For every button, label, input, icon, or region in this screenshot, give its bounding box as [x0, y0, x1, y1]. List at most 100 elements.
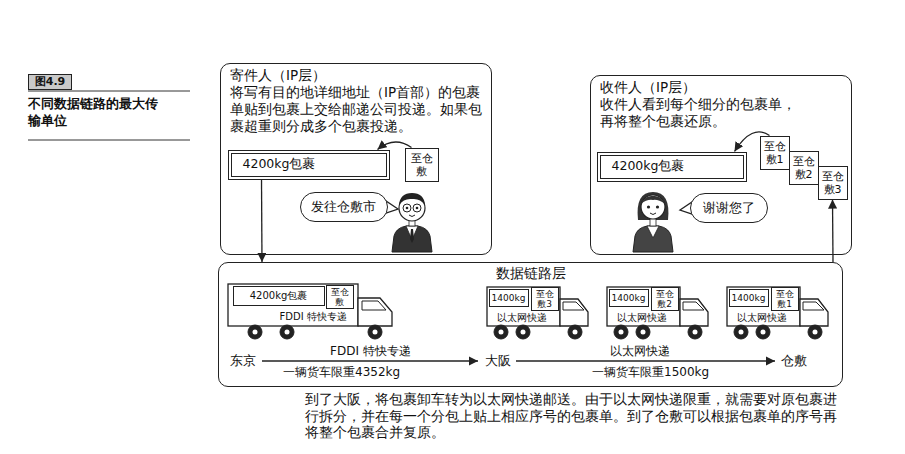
receiver-figure: [633, 192, 673, 252]
hair: [399, 193, 425, 205]
tag-label: 至仓敷3: [533, 289, 557, 309]
route-label: 以太网快递: [610, 344, 670, 358]
address-tag: 至仓敷: [326, 285, 354, 309]
panel-heading: 数据链路层: [219, 263, 842, 282]
cargo-box: 1400kg: [489, 289, 529, 307]
figure-number-box: 图4.9: [28, 74, 72, 90]
place-name: 仓敷: [781, 353, 807, 368]
cargo-box: 4200kg包裹: [233, 286, 325, 306]
eye: [647, 205, 650, 208]
eye: [656, 205, 659, 208]
cargo-label: 4200kg包裹: [236, 287, 322, 305]
panel-body: 收件人看到每个细分的包裹单，再将整个包裹还原。: [591, 96, 802, 130]
wheel-hub: [738, 329, 743, 334]
panel-heading: 寄件人（IP层）: [221, 64, 491, 84]
truck-wheel: [808, 325, 822, 339]
connector: [832, 200, 834, 263]
truck-window: [683, 302, 704, 310]
address-tag: 至仓敷: [405, 148, 439, 182]
truck-wheel: [688, 325, 702, 339]
route-label: FDDI 特快专递: [330, 344, 411, 358]
wheel-hub: [284, 329, 289, 334]
wheel-hub: [812, 329, 817, 334]
wheel-hub: [520, 329, 525, 334]
route-arrow: [516, 360, 775, 361]
figure-number: 图4.9: [29, 75, 71, 89]
truck-cab: [680, 299, 708, 326]
wheel-hub: [760, 329, 765, 334]
truck-wheel: [368, 325, 382, 339]
tag-label: 至仓敷3: [821, 170, 845, 196]
truck: 以太网快递 1400kg至仓敷2: [605, 283, 710, 341]
package-box: 4200kg包裹: [597, 152, 747, 182]
tag-label: 至仓敷1: [773, 289, 797, 309]
truck-wheel: [516, 325, 530, 339]
mouth: [650, 213, 656, 215]
truck: 以太网快递 1400kg 至仓敷3: [485, 283, 590, 341]
truck-wheel: [636, 325, 650, 339]
truck-cab: [800, 299, 828, 326]
speech-bubble: 谢谢您了: [690, 193, 768, 223]
truck-window: [362, 301, 386, 310]
cargo-label: 1400kg: [491, 290, 527, 306]
eye: [416, 207, 419, 210]
wheel-hub: [618, 329, 623, 334]
hair: [638, 192, 669, 220]
truck-window: [563, 302, 584, 310]
cargo-label: 1400kg: [611, 290, 647, 306]
fringe: [641, 196, 665, 204]
cargo-box: 1400kg: [729, 289, 769, 307]
package-box: 4200kg包裹: [228, 150, 390, 180]
truck-wheel: [494, 325, 508, 339]
package-label: 4200kg包裹: [229, 151, 389, 177]
truck-label: FDDI 特快专递: [280, 311, 347, 323]
wheel-hub: [252, 329, 257, 334]
truck-wheel: [280, 325, 294, 339]
address-tag: 至仓敷3: [818, 166, 848, 200]
bubble-text: 谢谢您了: [695, 194, 763, 221]
connector: [261, 180, 263, 263]
figure-caption: 不同数据链路的最大传输单位: [28, 95, 164, 129]
mouth: [409, 215, 415, 217]
truck-window: [803, 302, 824, 310]
tag-label: 至仓敷: [328, 287, 352, 307]
panel-heading: 收件人（IP层）: [591, 76, 851, 96]
wheel-hub: [372, 329, 377, 334]
route-arrow: [262, 360, 478, 361]
bubble-text: 发往仓敷市: [305, 193, 383, 220]
panel-body: 将写有目的地详细地址（IP首部）的包裹单贴到包裹上交给邮递公司投递。如果包裹超重…: [221, 84, 491, 135]
truck-label: 以太网快递: [617, 312, 667, 324]
tag-label: 至仓敷2: [792, 155, 816, 181]
address-tag: 至仓敷2: [789, 151, 819, 185]
layer-panel: 寄件人（IP层）将写有目的地详细地址（IP首部）的包裹单贴到包裹上交给邮递公司投…: [220, 63, 492, 255]
truck-wheel: [756, 325, 770, 339]
address-tag: 至仓敷3: [531, 287, 559, 311]
truck: 以太网快递 1400kg至仓敷1: [725, 283, 830, 341]
suit: [392, 226, 432, 252]
place-name: 大阪: [485, 353, 511, 368]
cargo-box: 1400kg: [609, 289, 649, 307]
margin-rule: [28, 91, 190, 92]
truck-label: 以太网快递: [497, 312, 547, 324]
weight-limit: 一辆货车限重4352kg: [283, 365, 400, 379]
glasses: [403, 204, 411, 212]
wheel-hub: [640, 329, 645, 334]
bubble-tail: [386, 201, 398, 213]
truck-wheel: [614, 325, 628, 339]
layer-panel: 收件人（IP层）收件人看到每个细分的包裹单，再将整个包裹还原。4200kg包裹至…: [590, 75, 852, 255]
sender-figure: [392, 193, 432, 252]
eye: [406, 207, 409, 210]
truck-wheel: [734, 325, 748, 339]
tag-label: 至仓敷1: [763, 140, 787, 166]
place-name: 东京: [230, 353, 256, 368]
address-tag: 至仓敷2: [651, 287, 679, 311]
truck-bed: [727, 287, 800, 326]
glasses: [413, 204, 421, 212]
truck-cab: [358, 298, 392, 326]
truck-bed: [607, 287, 680, 326]
wheel-hub: [572, 329, 577, 334]
truck-wheel: [568, 325, 582, 339]
truck-label: 以太网快递: [737, 312, 787, 324]
truck-bed: [228, 284, 358, 326]
